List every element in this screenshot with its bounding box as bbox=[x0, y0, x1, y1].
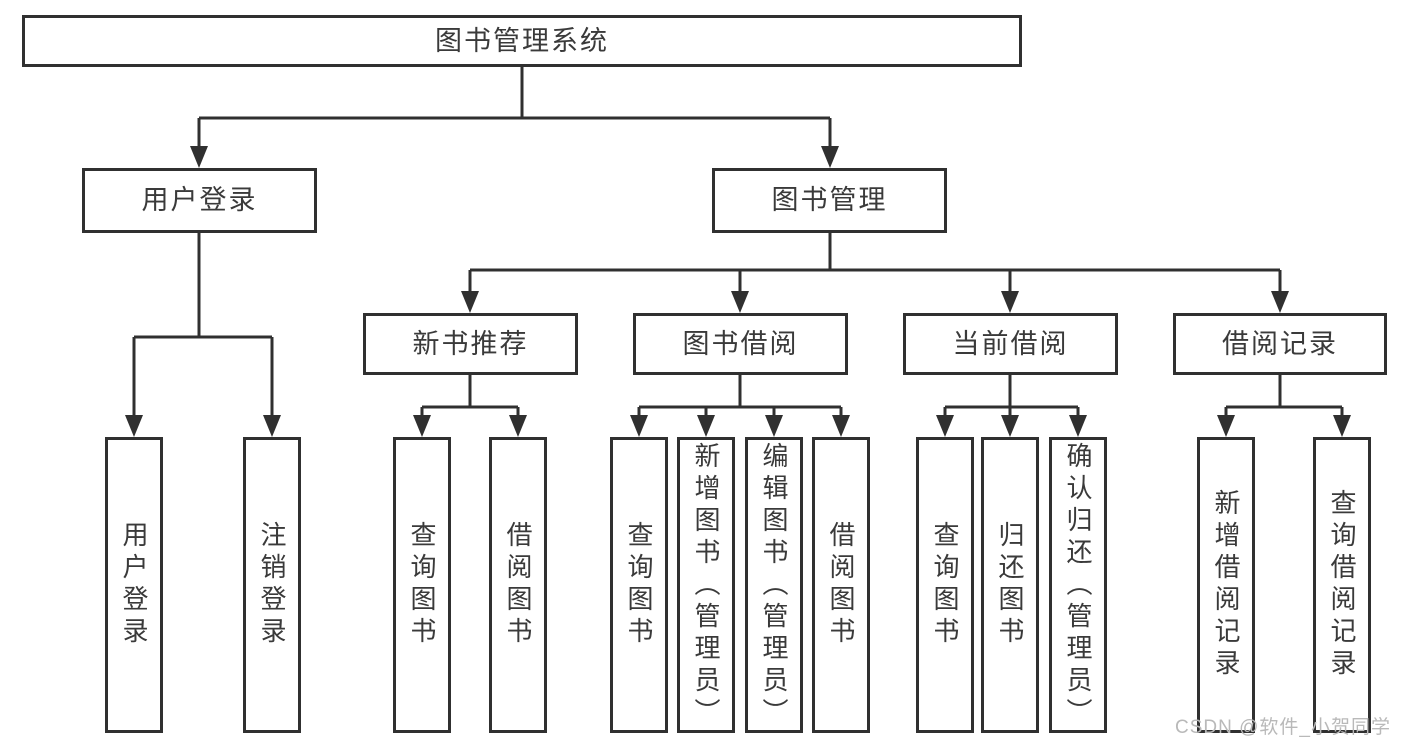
csdn-watermark: CSDN @软件_小贺同学 bbox=[1175, 717, 1391, 738]
node-label: 新增图书（管理员） bbox=[691, 442, 721, 730]
node-label: 借阅记录 bbox=[1222, 328, 1338, 359]
node-library-system: 图书管理系统 bbox=[22, 15, 1022, 67]
node-label: 查询图书 bbox=[407, 521, 437, 649]
leaf-br-query-record: 查询借阅记录 bbox=[1313, 437, 1371, 733]
node-label: 新增借阅记录 bbox=[1211, 489, 1241, 681]
node-label: 查询借阅记录 bbox=[1327, 489, 1357, 681]
node-label: 借阅图书 bbox=[503, 521, 533, 649]
node-label: 查询图书 bbox=[930, 521, 960, 649]
node-label: 新书推荐 bbox=[412, 328, 529, 359]
leaf-br-add-record: 新增借阅记录 bbox=[1197, 437, 1255, 733]
leaf-logout: 注销登录 bbox=[243, 437, 301, 733]
node-current-borrow: 当前借阅 bbox=[903, 313, 1118, 375]
node-label: 用户登录 bbox=[141, 185, 258, 215]
leaf-nb-query-books: 查询图书 bbox=[393, 437, 451, 733]
node-book-management: 图书管理 bbox=[712, 168, 947, 233]
leaf-bb-borrow-books: 借阅图书 bbox=[812, 437, 870, 733]
node-label: 图书管理 bbox=[771, 185, 888, 215]
leaf-nb-borrow-books: 借阅图书 bbox=[489, 437, 547, 733]
node-label: 归还图书 bbox=[995, 521, 1025, 649]
node-book-borrow: 图书借阅 bbox=[633, 313, 848, 375]
node-label: 注销登录 bbox=[257, 521, 287, 649]
leaf-bb-edit-books-admin: 编辑图书（管理员） bbox=[745, 437, 803, 733]
leaf-cb-query-books: 查询图书 bbox=[916, 437, 974, 733]
leaf-user-login: 用户登录 bbox=[105, 437, 163, 733]
node-borrow-records: 借阅记录 bbox=[1173, 313, 1387, 375]
leaf-cb-confirm-return-admin: 确认归还（管理员） bbox=[1049, 437, 1107, 733]
node-label: 图书管理系统 bbox=[435, 25, 609, 56]
node-label: 图书借阅 bbox=[682, 328, 799, 359]
node-label: 编辑图书（管理员） bbox=[759, 442, 789, 730]
node-label: 借阅图书 bbox=[826, 521, 856, 649]
node-label: 确认归还（管理员） bbox=[1063, 442, 1093, 730]
node-user-login: 用户登录 bbox=[82, 168, 317, 233]
leaf-bb-query-books: 查询图书 bbox=[610, 437, 668, 733]
leaf-bb-add-books-admin: 新增图书（管理员） bbox=[677, 437, 735, 733]
node-label: 用户登录 bbox=[119, 521, 149, 649]
node-label: 查询图书 bbox=[624, 521, 654, 649]
node-label: 当前借阅 bbox=[952, 328, 1069, 359]
node-new-book-recommend: 新书推荐 bbox=[363, 313, 578, 375]
leaf-cb-return-books: 归还图书 bbox=[981, 437, 1039, 733]
